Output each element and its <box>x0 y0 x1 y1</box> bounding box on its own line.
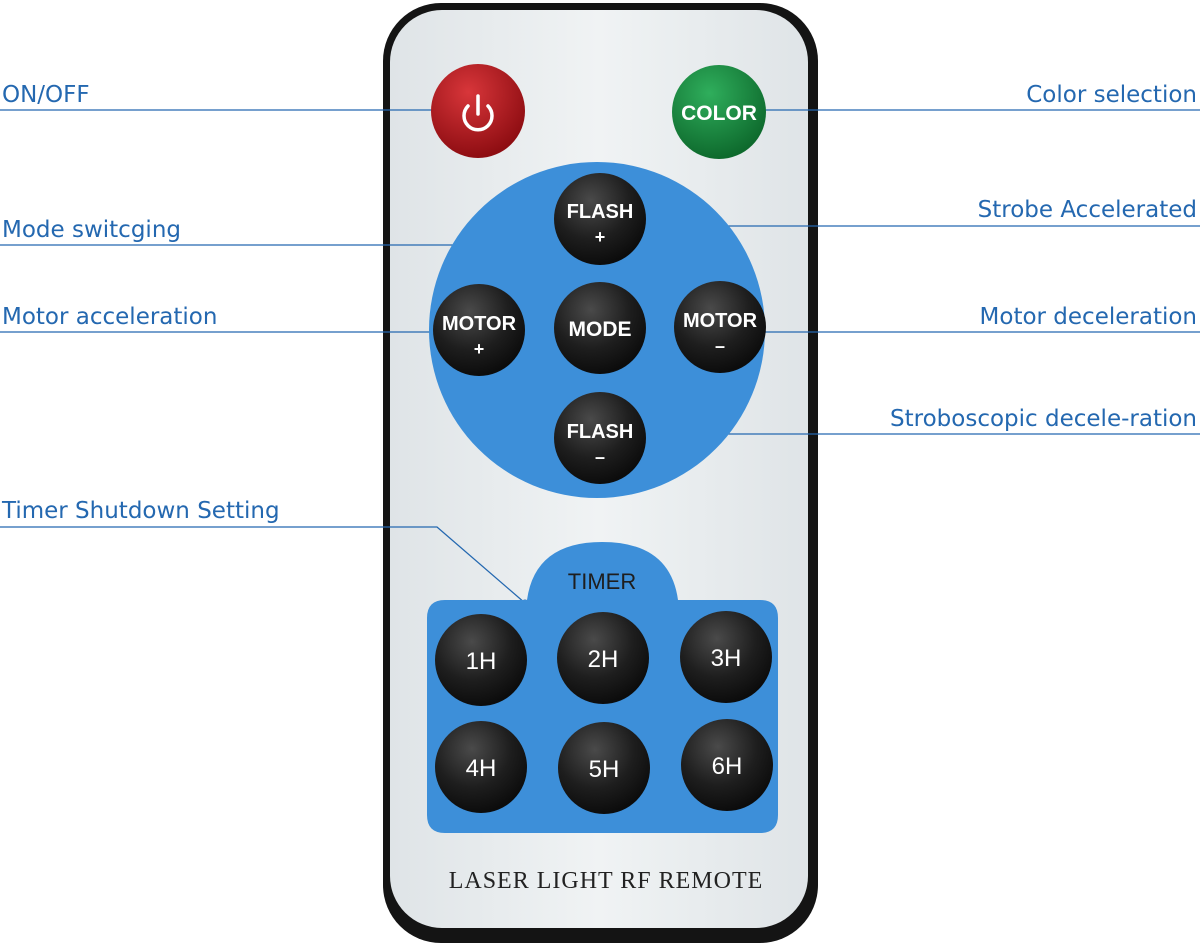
motor-minus-button[interactable]: MOTOR – <box>674 281 766 373</box>
power-icon <box>462 94 494 132</box>
timer-button-3h[interactable]: 3H <box>680 611 772 703</box>
motor-minus-sign: – <box>715 336 725 356</box>
timer-button-label: 5H <box>589 756 620 783</box>
timer-button-2h[interactable]: 2H <box>557 612 649 704</box>
color-button-label: COLOR <box>681 102 757 125</box>
power-button[interactable] <box>431 64 525 158</box>
mode-button[interactable]: MODE <box>554 282 646 374</box>
motor-plus-sign: + <box>474 339 485 359</box>
callout-strobe-accelerated: Strobe Accelerated <box>977 197 1197 223</box>
flash-minus-label: FLASH <box>567 421 634 443</box>
timer-button-1h[interactable]: 1H <box>435 614 527 706</box>
motor-plus-button[interactable]: MOTOR + <box>433 284 525 376</box>
callout-timer-shutdown: Timer Shutdown Setting <box>2 498 280 524</box>
timer-button-6h[interactable]: 6H <box>681 719 773 811</box>
callout-motor-deceleration: Motor deceleration <box>979 304 1197 330</box>
timer-button-label: 2H <box>588 646 619 673</box>
motor-minus-label: MOTOR <box>683 310 758 332</box>
timer-button-label: 3H <box>711 645 742 672</box>
timer-button-label: 4H <box>466 755 497 782</box>
mode-button-label: MODE <box>569 318 632 341</box>
color-button[interactable]: COLOR <box>672 65 766 159</box>
timer-button-5h[interactable]: 5H <box>558 722 650 814</box>
remote-footer: LASER LIGHT RF REMOTE <box>449 868 764 894</box>
callout-color-selection: Color selection <box>1026 82 1197 108</box>
callout-on-off: ON/OFF <box>2 82 90 108</box>
timer-button-4h[interactable]: 4H <box>435 721 527 813</box>
timer-button-label: 6H <box>712 753 743 780</box>
flash-minus-sign: – <box>595 447 605 467</box>
callout-stroboscopic-deceleration: Stroboscopic decele-ration <box>890 406 1197 432</box>
callout-motor-acceleration: Motor acceleration <box>2 304 218 330</box>
timer-button-label: 1H <box>466 648 497 675</box>
flash-plus-sign: + <box>595 227 606 247</box>
motor-plus-label: MOTOR <box>442 313 517 335</box>
flash-plus-button[interactable]: FLASH + <box>554 173 646 265</box>
callout-mode-switching: Mode switcging <box>2 217 181 243</box>
timer-label: TIMER <box>568 569 636 594</box>
flash-minus-button[interactable]: FLASH – <box>554 392 646 484</box>
flash-plus-label: FLASH <box>567 201 634 223</box>
